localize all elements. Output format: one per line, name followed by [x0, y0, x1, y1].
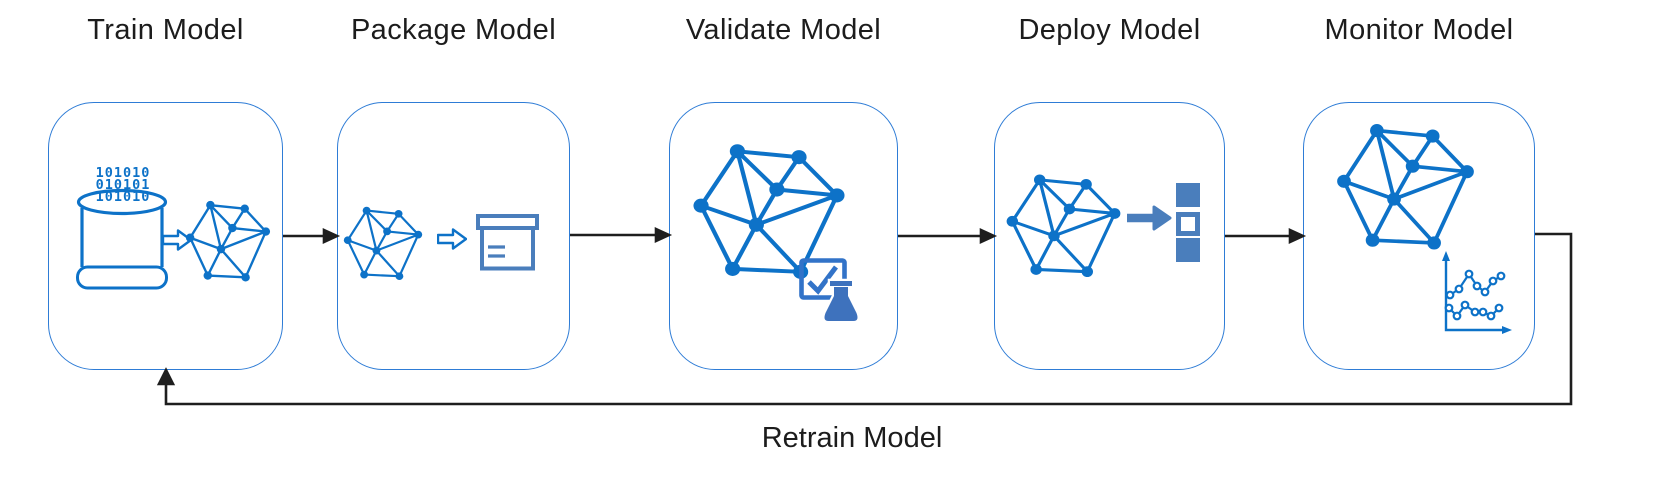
svg-text:010101: 010101	[96, 177, 151, 193]
stage-box-train: 101010 010101 101010	[48, 102, 283, 370]
network-icon	[184, 199, 272, 287]
stage-box-deploy	[994, 102, 1225, 370]
package-box-icon	[476, 214, 539, 271]
stage-title-train: Train Model	[87, 14, 244, 46]
stage-box-monitor	[1303, 102, 1535, 370]
connector-arrow-train-package	[283, 227, 341, 245]
network-icon	[1004, 172, 1123, 284]
stage-title-validate: Validate Model	[685, 14, 882, 46]
svg-text:101010: 101010	[96, 189, 151, 205]
svg-text:101010: 101010	[96, 165, 151, 181]
connector-arrow-validate-deploy	[898, 227, 998, 245]
stack-icon	[1176, 183, 1200, 262]
connector-arrow-deploy-monitor	[1225, 227, 1307, 245]
database-icon: 101010 010101 101010	[76, 165, 168, 290]
stage-title-package: Package Model	[350, 14, 557, 46]
line-chart-icon	[1442, 251, 1512, 334]
flask-icon	[822, 278, 860, 324]
validate-badge	[799, 258, 860, 324]
stage-title-deploy: Deploy Model	[1018, 14, 1201, 46]
stage-box-package	[337, 102, 570, 370]
stage-box-validate	[669, 102, 898, 370]
solid-arrow-icon	[1127, 205, 1172, 231]
binary-digits: 101010 010101 101010	[96, 165, 151, 205]
hollow-arrow-icon	[437, 228, 467, 250]
retrain-label: Retrain Model	[761, 422, 943, 454]
deploy-icon-group	[1127, 183, 1200, 262]
stage-title-monitor: Monitor Model	[1324, 14, 1514, 46]
network-icon	[1334, 121, 1477, 258]
network-icon	[342, 205, 424, 285]
connector-arrow-package-validate	[570, 226, 673, 244]
